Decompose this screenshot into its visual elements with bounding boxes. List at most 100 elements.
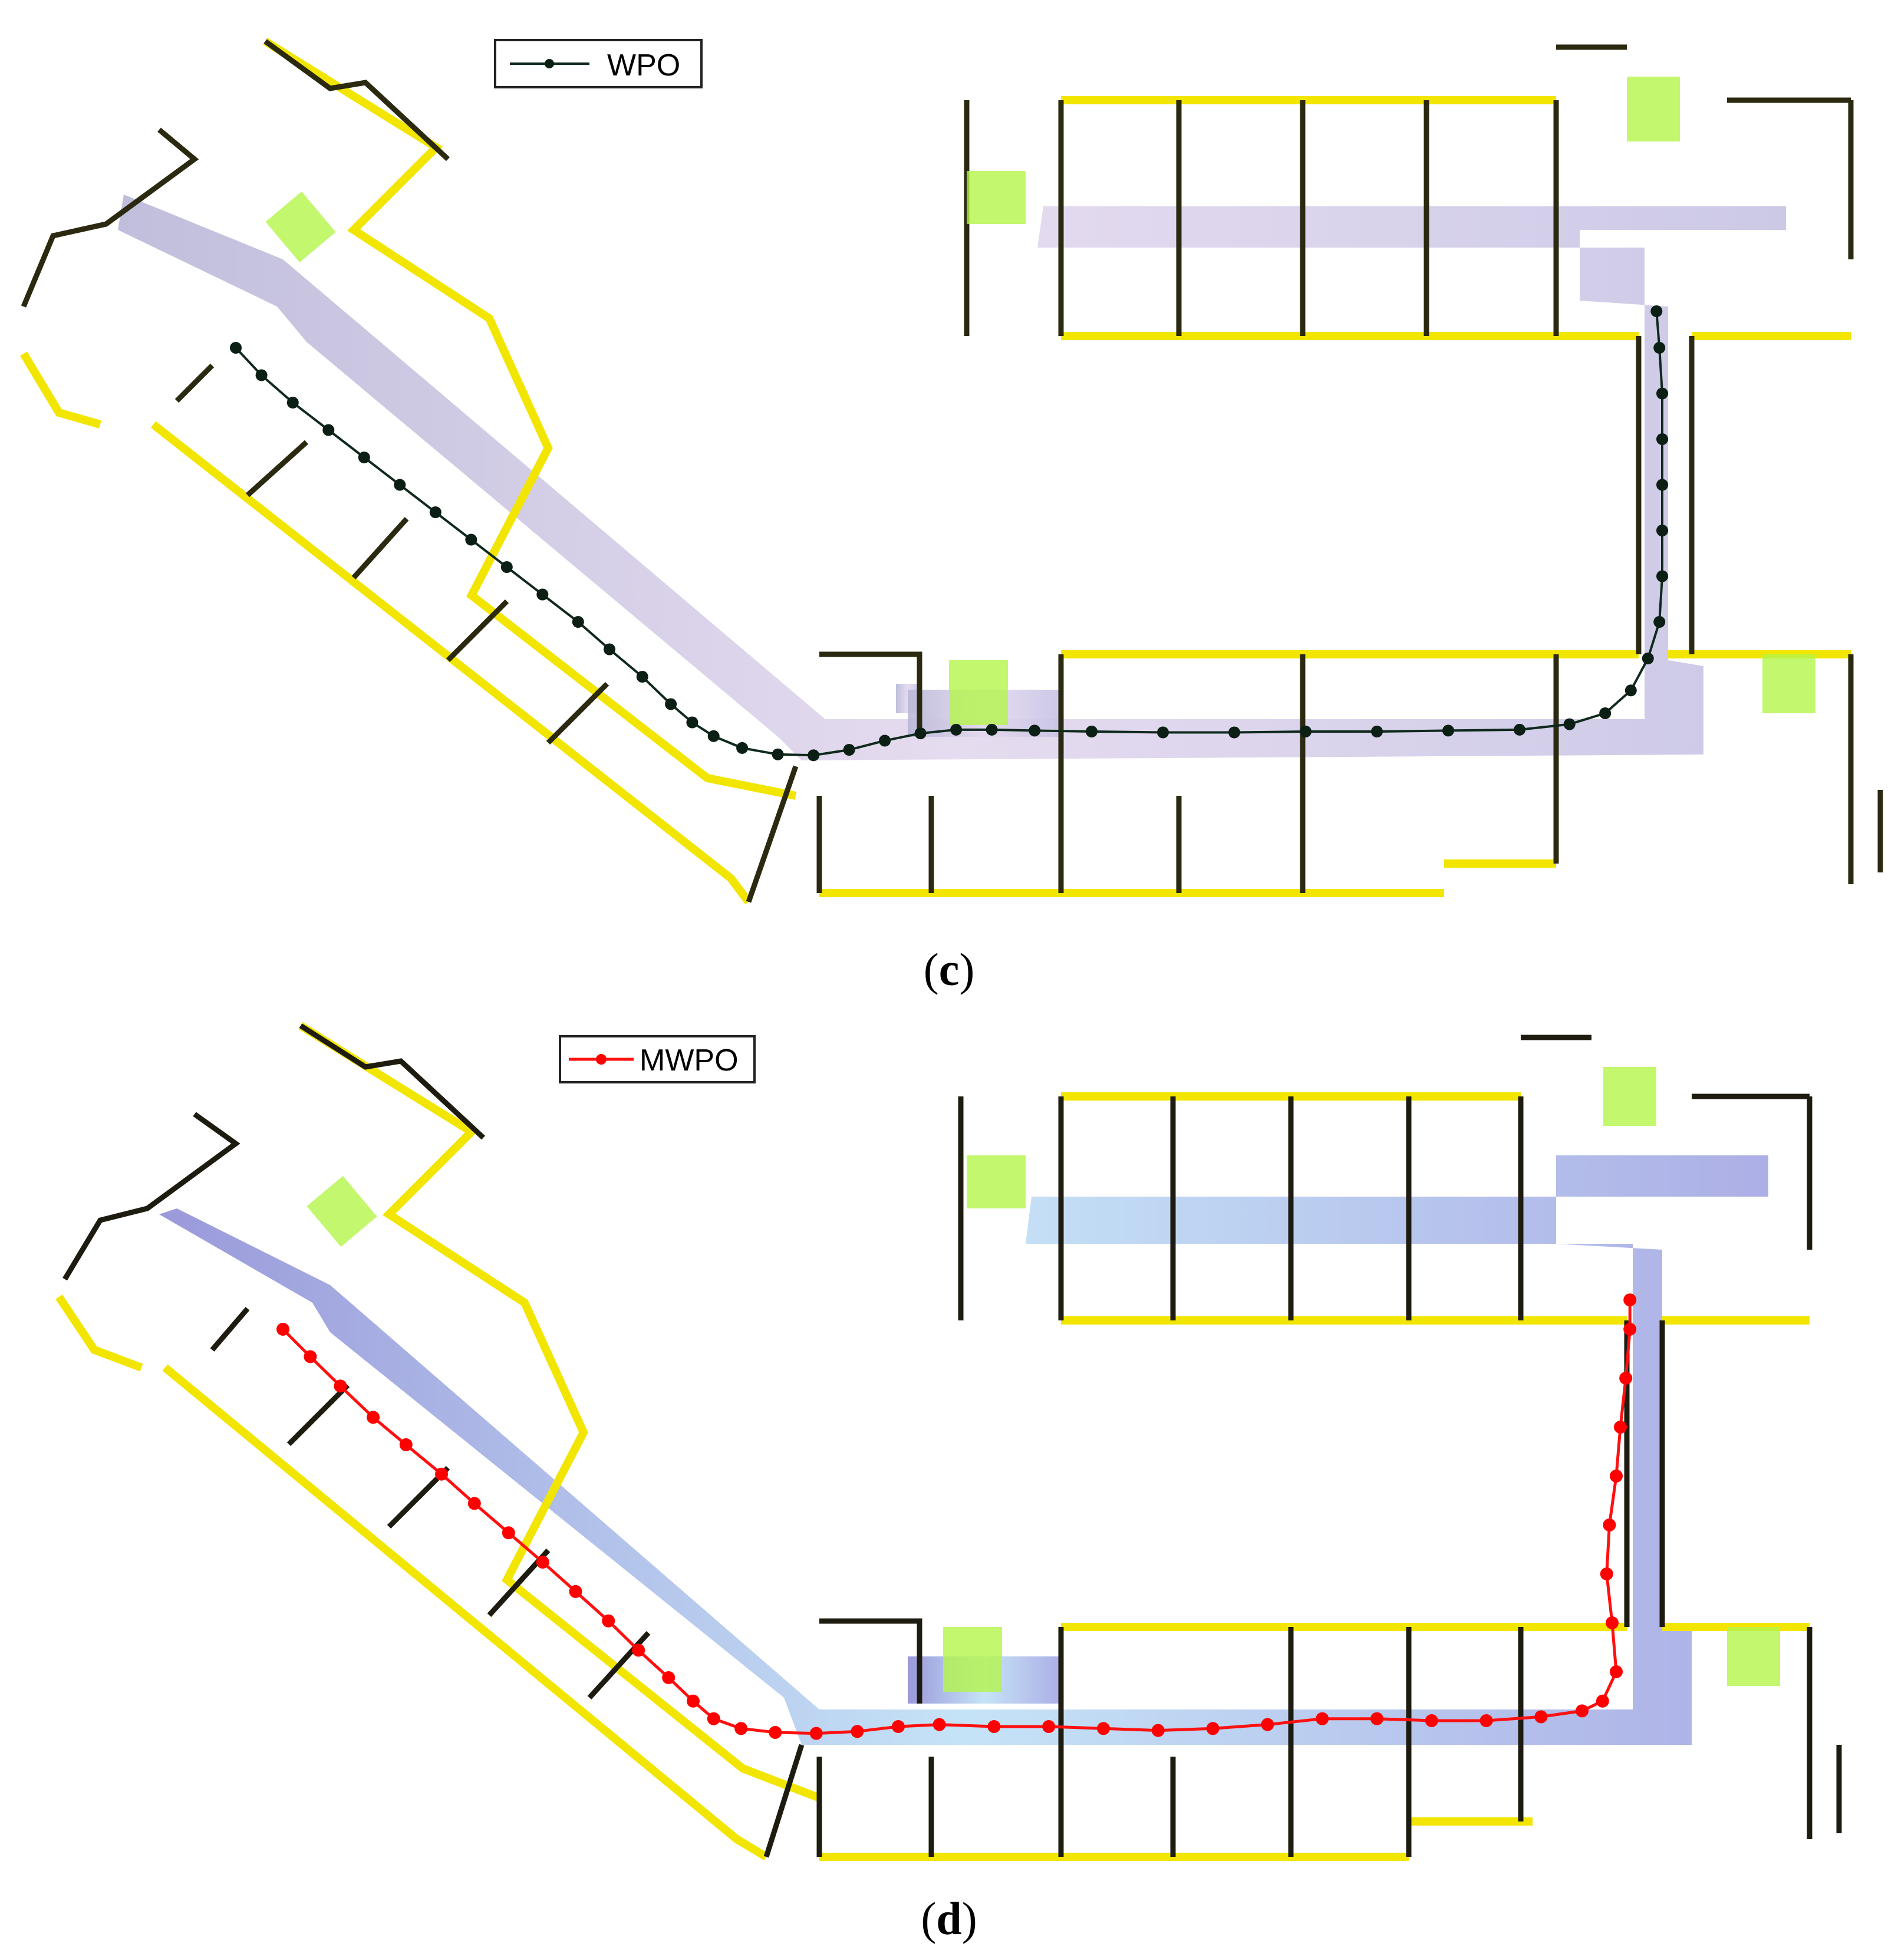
trajectory-point <box>707 1712 720 1725</box>
trajectory-point <box>1228 726 1240 739</box>
trajectory-point <box>1514 723 1525 736</box>
trajectory-point <box>632 1643 645 1657</box>
trajectory-point <box>1300 726 1312 737</box>
panel-label-c: (c) <box>923 944 975 995</box>
trajectory-point <box>1623 1323 1637 1336</box>
trajectory-point <box>843 744 855 756</box>
legend-wpo: WPO <box>494 39 703 88</box>
trajectory-point <box>914 727 927 740</box>
trajectory-point <box>986 723 998 736</box>
trajectory-point <box>1576 1704 1589 1718</box>
wpo-markers <box>230 305 1668 762</box>
trajectory-point <box>367 1411 380 1424</box>
trajectory-point <box>502 1526 515 1540</box>
trajectory-point <box>1563 718 1576 730</box>
outer-walls <box>55 1022 1810 1861</box>
trajectory-point <box>230 342 242 354</box>
trajectory-point <box>1653 342 1666 354</box>
trajectory-point <box>1599 707 1612 719</box>
trajectory-point <box>1479 1714 1493 1727</box>
trajectory-point <box>665 698 677 710</box>
trajectory-point <box>286 397 299 409</box>
trajectory-point <box>1656 387 1668 400</box>
trajectory-point <box>1656 479 1668 491</box>
trajectory-point <box>334 1379 347 1393</box>
trajectory-point <box>1596 1694 1609 1708</box>
trajectory-point <box>1042 1720 1056 1733</box>
trajectory-point <box>950 723 963 736</box>
mwpo-markers <box>276 1293 1637 1740</box>
trajectory-point <box>1624 684 1637 697</box>
trajectory-point <box>276 1323 289 1336</box>
trajectory-point <box>1206 1722 1220 1735</box>
trajectory-point <box>734 1722 748 1735</box>
trajectory-point <box>429 506 441 518</box>
trajectory-point <box>1603 1518 1616 1531</box>
trajectory-point <box>1642 653 1654 664</box>
trajectory-point <box>572 616 584 628</box>
trajectory-point <box>1442 724 1454 737</box>
trajectory-point <box>892 1720 905 1733</box>
legend-box <box>559 1035 756 1083</box>
trajectory-point <box>1619 1372 1633 1385</box>
outer-walls <box>19 38 1851 905</box>
stairs <box>307 1067 1780 1692</box>
trajectory-point <box>1371 726 1383 737</box>
trajectory-point <box>1157 726 1169 739</box>
trajectory-point <box>358 452 370 463</box>
trajectory-point <box>569 1585 582 1598</box>
panel-c-floor-plan: WPO <box>19 38 1883 905</box>
trajectory-point <box>1606 1616 1619 1629</box>
trajectory-point <box>536 1556 549 1569</box>
trajectory-point <box>772 748 784 760</box>
legend-label: WPO <box>607 48 680 83</box>
trajectory-point <box>686 716 698 729</box>
trajectory-point <box>1534 1710 1548 1724</box>
trajectory-point <box>1614 1421 1627 1434</box>
trajectory-point <box>769 1725 782 1739</box>
trajectory-point <box>932 1718 946 1731</box>
trajectory-point <box>1656 433 1668 445</box>
stairs <box>265 77 1815 725</box>
trajectory-point <box>809 1727 823 1740</box>
trajectory-point <box>1653 616 1666 628</box>
wpo-trajectory <box>235 311 1663 757</box>
trajectory-point <box>1029 724 1041 737</box>
trajectory-point <box>322 424 335 436</box>
trajectory-point <box>1610 1665 1623 1678</box>
panel-label-d: (d) <box>921 1893 977 1944</box>
trajectory-point <box>707 730 720 742</box>
trajectory-point <box>1097 1722 1110 1735</box>
legend-label: MWPO <box>640 1043 739 1078</box>
trajectory-point <box>394 479 406 491</box>
trajectory-point <box>1151 1724 1165 1737</box>
trajectory-point <box>879 734 891 747</box>
trajectory-point <box>399 1438 413 1451</box>
trajectory-point <box>1623 1293 1637 1307</box>
trajectory-point <box>536 588 549 601</box>
corridor <box>159 1155 1768 1745</box>
trajectory-point <box>435 1467 449 1481</box>
legend-marker-sample <box>596 1054 607 1065</box>
trajectory-point <box>500 561 513 573</box>
trajectory-point <box>1656 570 1668 582</box>
trajectory-point <box>1261 1718 1274 1731</box>
trajectory-point <box>255 369 268 381</box>
trajectory-point <box>1610 1470 1623 1483</box>
trajectory-point <box>736 742 749 754</box>
trajectory-point <box>1316 1712 1329 1725</box>
trajectory-point <box>304 1350 317 1363</box>
trajectory-point <box>662 1671 675 1684</box>
trajectory-point <box>602 1614 615 1628</box>
trajectory-point <box>465 533 477 546</box>
trajectory-point <box>1425 1714 1438 1727</box>
trajectory-point <box>1600 1567 1613 1580</box>
trajectory-point <box>808 749 820 762</box>
trajectory-point <box>1086 726 1098 737</box>
legend-mwpo: MWPO <box>559 1035 756 1083</box>
trajectory-point <box>687 1694 700 1708</box>
trajectory-point <box>1656 525 1668 536</box>
trajectory-point <box>987 1720 1001 1733</box>
trajectory-point <box>604 643 615 655</box>
